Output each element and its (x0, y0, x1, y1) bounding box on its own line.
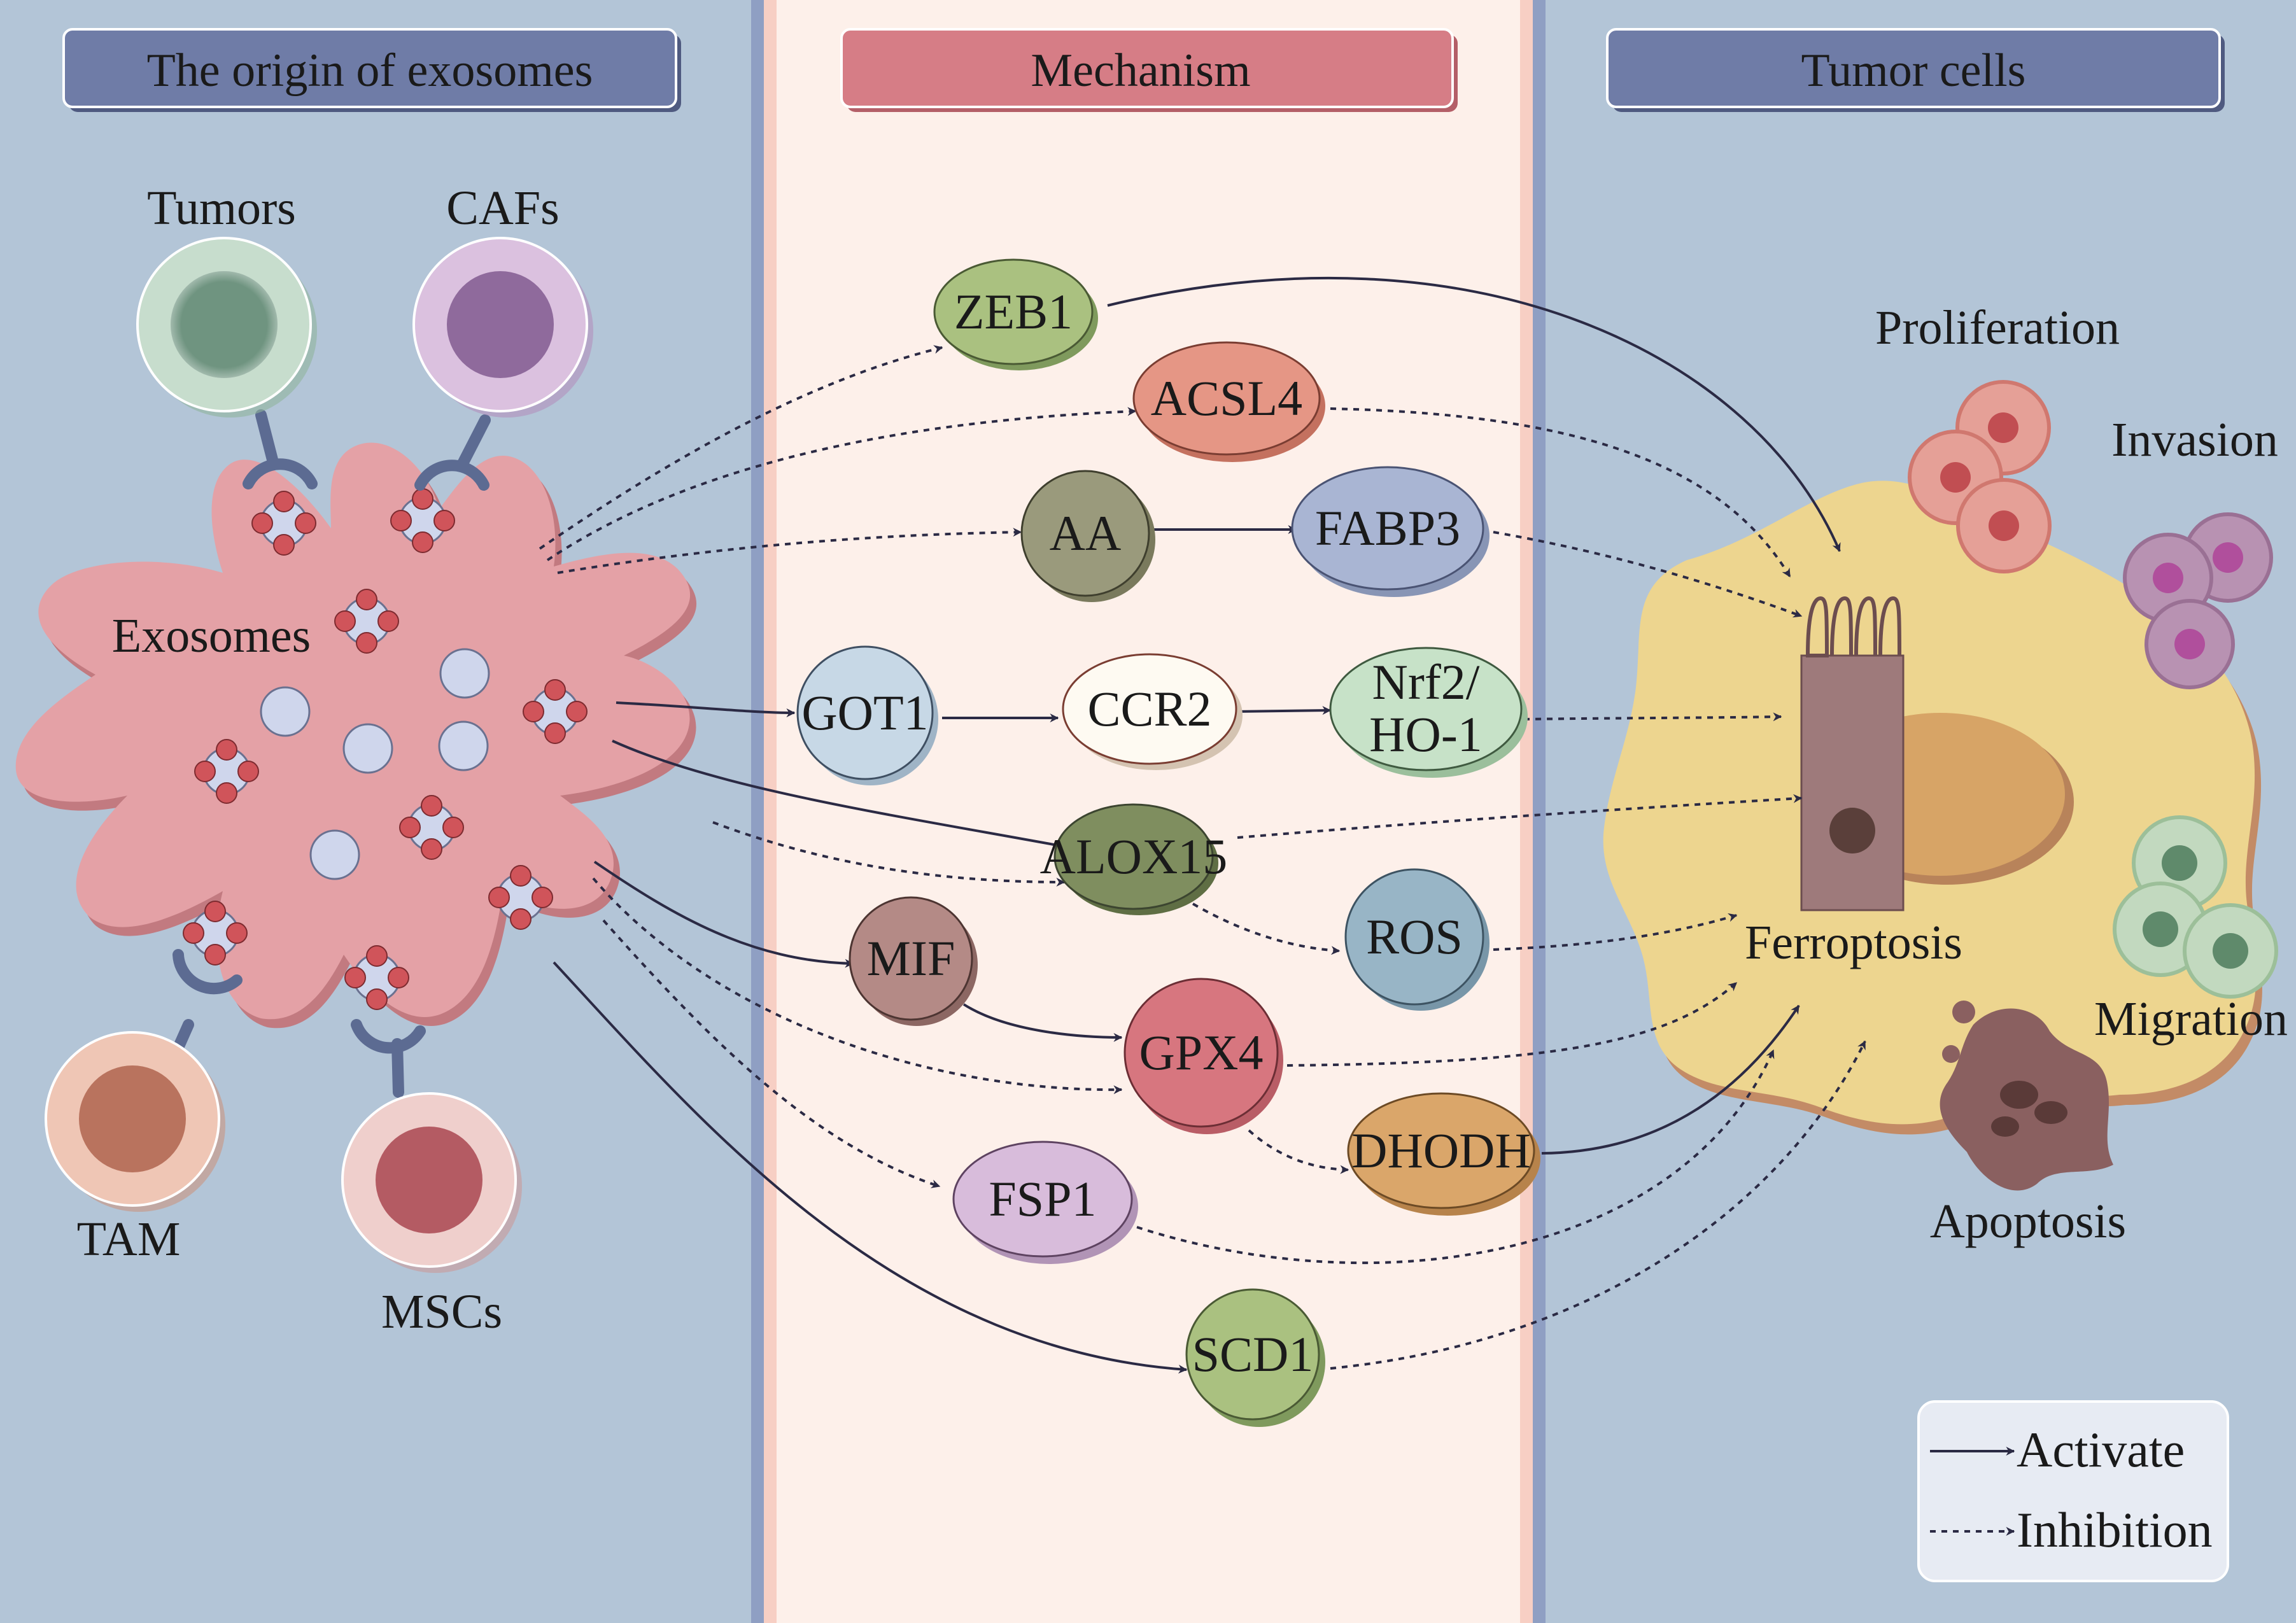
node-scd1-text: SCD1 (1192, 1326, 1314, 1382)
tam-label: TAM (77, 1212, 181, 1266)
node-mif-text: MIF (867, 931, 955, 986)
vesicles (260, 648, 490, 880)
tumors-label: Tumors (147, 181, 296, 235)
node-aa-text: AA (1050, 505, 1122, 561)
node-nrf2: Nrf2/ HO-1 (1329, 647, 1528, 778)
node-fabp3: FABP3 (1291, 466, 1490, 597)
legend-inhibition-label: Inhibition (2017, 1502, 2213, 1557)
header-tumor-cells: Tumor cells (1606, 28, 2225, 112)
node-ccr2-text: CCR2 (1087, 681, 1211, 736)
exosome-cluster (251, 491, 316, 556)
arrow-ros-ferroptosis (1493, 913, 1738, 951)
arrow-fsp1-ferroptosis (1136, 1049, 1775, 1265)
arrow-fabp3-ferroptosis (1493, 531, 1803, 618)
node-gpx4-text: GPX4 (1139, 1025, 1263, 1080)
node-acsl4-text: ACSL4 (1151, 370, 1302, 426)
receptors (167, 409, 491, 1098)
migration-label: Migration (2094, 992, 2288, 1046)
tumor-cell (1603, 481, 2262, 1135)
arrow-gpx4-dhodh (1248, 1129, 1349, 1174)
columnar-cell (1800, 596, 1905, 911)
legend-activate-label: Activate (2017, 1422, 2185, 1477)
proliferation-cells (1908, 380, 2052, 573)
apoptosis-cell (1940, 1001, 2113, 1191)
arrow-to-zeb1 (539, 345, 943, 550)
panel-divider-left (751, 0, 764, 1623)
arrows (539, 276, 1866, 1374)
node-mif: MIF (849, 896, 978, 1026)
migration-cells (2113, 815, 2278, 999)
mscs-label: MSCs (381, 1285, 502, 1338)
node-alox15: ALOX15 (1040, 803, 1228, 915)
cafs-cell (412, 237, 593, 418)
node-zeb1: ZEB1 (933, 258, 1098, 370)
node-fabp3-text: FABP3 (1315, 500, 1460, 556)
header-tumor-text: Tumor cells (1801, 45, 2026, 97)
node-nrf2-text-1: Nrf2/ (1372, 654, 1480, 710)
node-acsl4: ACSL4 (1132, 341, 1325, 462)
arrow-zeb1-ferroptosis (1107, 276, 1841, 552)
invasion-label: Invasion (2111, 413, 2278, 467)
node-fsp1-text: FSP1 (989, 1171, 1096, 1226)
exosome-cluster (399, 795, 464, 860)
node-alox15-text: ALOX15 (1040, 829, 1228, 884)
node-aa: AA (1020, 470, 1155, 602)
arrow-to-got1 (616, 701, 796, 717)
exosome-cluster (194, 739, 259, 804)
node-nrf2-text-2: HO-1 (1369, 706, 1483, 762)
node-ros: ROS (1344, 868, 1490, 1011)
mscs-cell (341, 1092, 522, 1273)
cafs-label: CAFs (446, 181, 559, 235)
tam-cell (45, 1031, 225, 1212)
node-fsp1: FSP1 (952, 1141, 1138, 1264)
arrow-to-alox15-dashed (712, 821, 1066, 887)
panel-divider-right (1533, 0, 1546, 1623)
arrow-nrf2-ferroptosis (1523, 712, 1782, 722)
exosomes-label: Exosomes (112, 609, 311, 663)
panel-edge-right (1520, 0, 1533, 1623)
arrow-to-fsp1 (602, 919, 941, 1188)
arrow-to-aa (557, 528, 1022, 574)
arrow-ccr2-nrf2 (1234, 706, 1332, 715)
exosome-cluster (488, 865, 553, 930)
header-origin: The origin of exosomes (62, 28, 681, 112)
node-ccr2: CCR2 (1062, 653, 1243, 770)
arrow-dhodh-ferroptosis (1541, 1004, 1800, 1155)
exosome-cluster (523, 679, 588, 744)
node-got1: GOT1 (796, 645, 938, 785)
arrow-acsl4-ferroptosis (1330, 407, 1791, 578)
apoptosis-label: Apoptosis (1930, 1195, 2126, 1248)
arrow-gpx4-ferroptosis (1286, 981, 1738, 1067)
arrow-alox15-ros (1192, 903, 1341, 955)
header-mechanism: Mechanism (840, 28, 1458, 112)
invasion-cells (2123, 512, 2273, 689)
node-gpx4: GPX4 (1123, 978, 1283, 1134)
exosome-cluster (344, 945, 409, 1010)
arrow-to-acsl4 (546, 407, 1137, 561)
arrow-to-alox15 (612, 740, 1066, 850)
exosome-cluster (334, 589, 399, 654)
arrow-to-scd1 (553, 961, 1188, 1374)
node-dhodh: DHODH (1347, 1092, 1540, 1216)
header-origin-text: The origin of exosomes (147, 45, 593, 97)
node-dhodh-text: DHODH (1351, 1123, 1531, 1178)
exosome-cluster (390, 488, 455, 553)
header-mechanism-text: Mechanism (1031, 45, 1250, 97)
node-ros-text: ROS (1366, 909, 1463, 964)
node-zeb1-text: ZEB1 (954, 284, 1073, 339)
exosome-cluster (183, 901, 248, 966)
legend: Activate Inhibition (1917, 1400, 2229, 1582)
node-got1-text: GOT1 (801, 685, 928, 740)
tumors-cell (136, 237, 317, 418)
proliferation-label: Proliferation (1875, 301, 2120, 355)
exosome-clusters (183, 488, 588, 1010)
ferroptosis-label: Ferroptosis (1745, 916, 1962, 969)
arrow-mif-gpx4 (962, 1003, 1123, 1042)
node-scd1: SCD1 (1185, 1288, 1325, 1427)
arrow-to-gpx4 (592, 877, 1123, 1095)
arrow-to-mif (593, 861, 854, 968)
panel-edge-left (764, 0, 777, 1623)
